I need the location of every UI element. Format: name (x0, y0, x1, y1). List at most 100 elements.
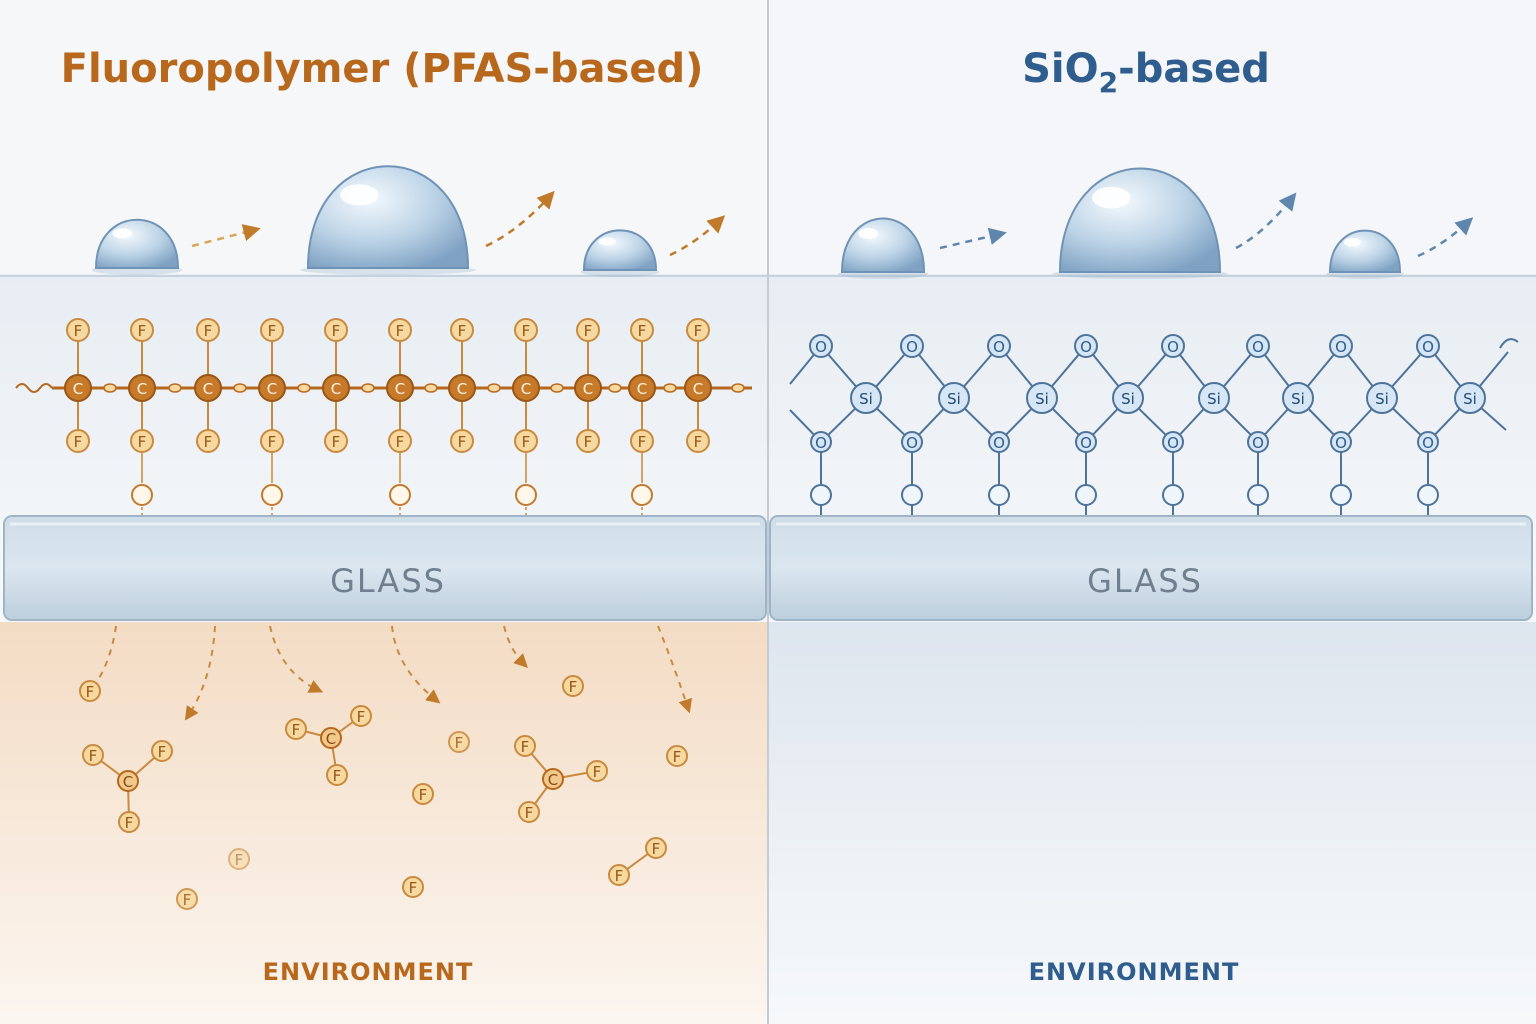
left-fluorine-atom-label: F (332, 433, 341, 451)
left-chain-joint (487, 383, 501, 393)
left-glass-label: GLASS (330, 562, 446, 600)
right-glass-label: GLASS (1087, 562, 1203, 600)
right-silicon-atom-circle (1026, 382, 1058, 414)
left-droplet-large (300, 165, 476, 275)
right-coating-layer (768, 274, 1536, 519)
right-oxygen-atom-circle (1329, 334, 1353, 358)
left-carbon-atom-circle (628, 374, 656, 402)
left-chain-tail (15, 383, 53, 393)
left-fluorine-atom-circle (388, 429, 412, 453)
released-fluorine-atom: F (228, 848, 250, 870)
left-fluorine-atom-circle (388, 318, 412, 342)
right-oxygen-atom-circle (1246, 334, 1270, 358)
left-anchor-oxygen-circle (515, 484, 537, 506)
right-silicon-atom-circle (1454, 382, 1486, 414)
left-glass-slab (3, 515, 767, 621)
left-anchor-oxygen (389, 484, 411, 506)
released-fluorine-atom: F (518, 801, 540, 823)
left-carbon-atom-label: C (457, 380, 467, 398)
right-glass-slab (769, 515, 1533, 621)
left-carbon-atom: C (64, 374, 92, 402)
right-droplet-tiny-highlight (1344, 237, 1361, 247)
right-silicon-atom-circle (938, 382, 970, 414)
right-oxygen-atom-label: O (1167, 434, 1179, 452)
left-fluorine-atom-label: F (638, 433, 647, 451)
right-oxygen-atom-label: O (1252, 338, 1264, 356)
released-fluorine-atom: F (350, 705, 372, 727)
left-anchor-oxygen-circle (389, 484, 411, 506)
left-fluorine-atom: F (450, 318, 474, 342)
released-fluorine-atom-label: F (673, 748, 682, 766)
molecular-structures: FFCFFCFFCFFCFFCFFCFFCFFCFFCFFCFFCOOOOOOO… (15, 318, 1519, 528)
left-fluorine-atom-circle (196, 429, 220, 453)
released-fluorine-atom-label: F (158, 743, 167, 761)
right-oxygen-atom-circle (1417, 431, 1439, 453)
left-fluorine-atom: F (260, 318, 284, 342)
left-carbon-atom-circle (386, 374, 414, 402)
right-oxygen-atom-label: O (906, 338, 918, 356)
left-fluorine-atom-label: F (458, 322, 467, 340)
released-fluorine-atom-label: F (525, 804, 534, 822)
left-chain-joint (731, 383, 745, 393)
left-anchor-oxygen-circle (261, 484, 283, 506)
released-fluorine-atom: F (176, 888, 198, 910)
left-carbon-atom: C (574, 374, 602, 402)
left-carbon-atom-circle (512, 374, 540, 402)
right-oxygen-atom-circle (901, 431, 923, 453)
left-carbon-atom: C (628, 374, 656, 402)
right-environment-zone (768, 622, 1536, 1024)
left-fluorine-atom-label: F (138, 322, 147, 340)
left-carbon-atom-label: C (583, 380, 593, 398)
left-fluorine-atom-label: F (458, 433, 467, 451)
released-fluorine-atom-label: F (569, 678, 578, 696)
left-fluorine-atom-label: F (396, 433, 405, 451)
right-silicon-atom: Si (1112, 382, 1144, 414)
left-fluorine-atom-circle (260, 429, 284, 453)
right-oxygen-atom-circle (988, 431, 1010, 453)
right-droplet-small (837, 217, 929, 279)
right-oxygen-atom-circle (987, 334, 1011, 358)
left-droplet-small (91, 218, 183, 275)
left-fluorine-atom: F (130, 429, 154, 453)
left-fluorine-atom-circle (130, 318, 154, 342)
right-oxygen-atom-circle (1416, 334, 1440, 358)
released-fluorine-atom: F (326, 764, 348, 786)
released-fluorine-atom-circle (350, 705, 372, 727)
released-fluorine-atom-circle (518, 801, 540, 823)
left-fluorine-atom: F (686, 429, 710, 453)
right-anchor-oxygen-circle (1162, 484, 1184, 506)
left-anchor-oxygen (261, 484, 283, 506)
right-oxygen-atom-circle (900, 334, 924, 358)
released-fluorine-atom: F (645, 837, 667, 859)
released-carbon-atom: C (542, 768, 564, 790)
released-fluorine-atom-circle (79, 680, 101, 702)
water-droplets (91, 165, 1474, 279)
right-oxygen-atom: O (1247, 431, 1269, 453)
right-silicon-atom-circle (1112, 382, 1144, 414)
right-silicon-atom: Si (938, 382, 970, 414)
left-fluorine-atom-circle (450, 429, 474, 453)
released-fluorine-atom: F (118, 811, 140, 833)
left-fluorine-atom-label: F (522, 322, 531, 340)
right-anchor-oxygen (1417, 484, 1439, 506)
released-fluorine-atom-label: F (419, 786, 428, 804)
released-fluorine-atom: F (448, 731, 470, 753)
left-fluorine-atom: F (576, 429, 600, 453)
left-carbon-atom-circle (448, 374, 476, 402)
left-anchor-oxygen (131, 484, 153, 506)
left-chain-joint (550, 383, 564, 393)
left-fluorine-atom-circle (260, 318, 284, 342)
right-silicon-atom: Si (1366, 382, 1398, 414)
right-oxygen-atom-label: O (1335, 434, 1347, 452)
right-anchor-oxygen-circle (1417, 484, 1439, 506)
left-carbon-atom: C (258, 374, 286, 402)
left-fluorine-atom: F (388, 318, 412, 342)
left-fluorine-atom: F (130, 318, 154, 342)
right-drop-motion-arrow (1235, 192, 1297, 250)
leak-arrow (84, 625, 117, 699)
released-carbon-atom-circle (117, 770, 139, 792)
left-carbon-atom-circle (258, 374, 286, 402)
leak-arrow (184, 625, 216, 721)
